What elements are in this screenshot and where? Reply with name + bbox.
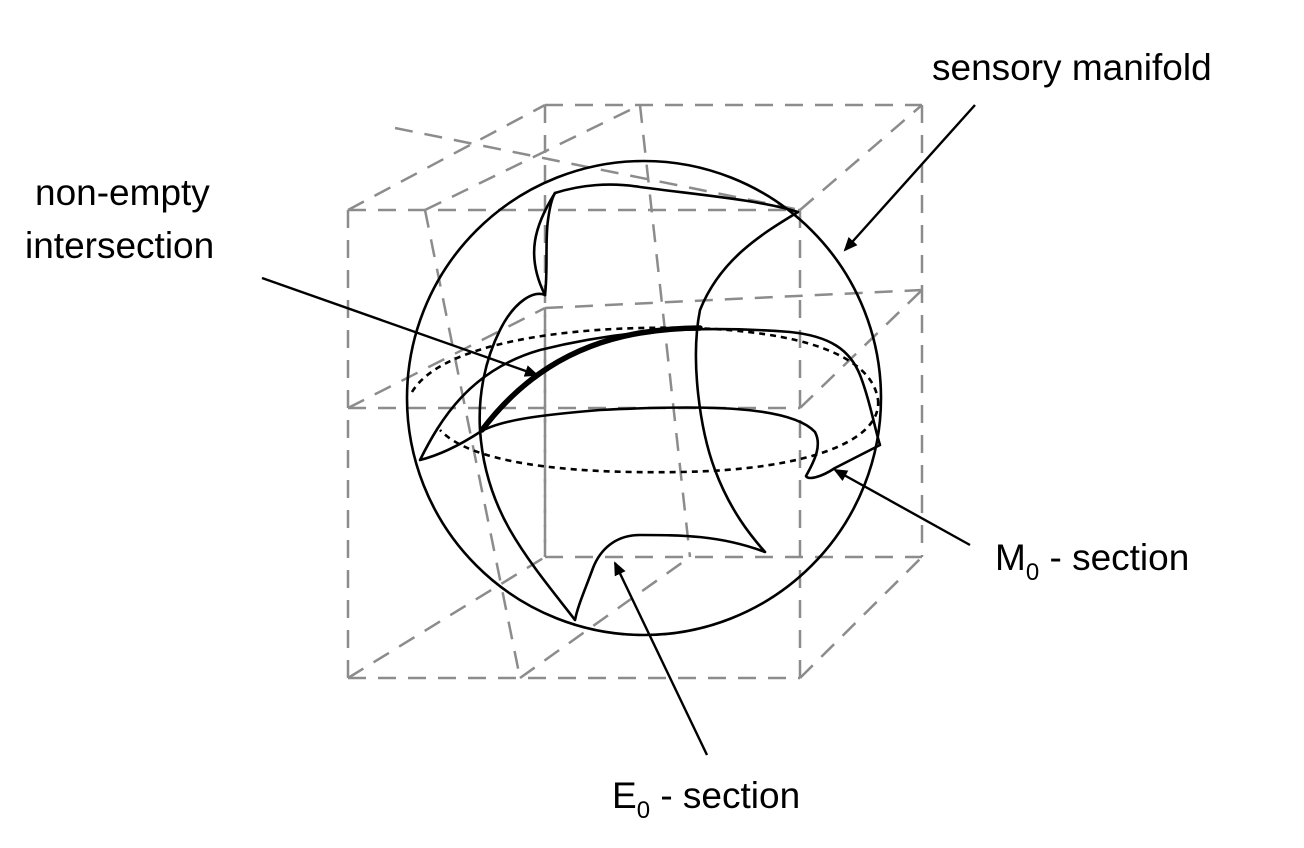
- e0-section-fold: [532, 191, 557, 297]
- cube-edge: [347, 555, 546, 680]
- m0-rest: - section: [1039, 537, 1189, 578]
- label-m0-section: M0 - section: [995, 537, 1189, 586]
- e0-section-sheet: [478, 183, 800, 622]
- cube-grid-line: [424, 103, 641, 212]
- cube-edge: [799, 104, 923, 211]
- cube-grid-line: [519, 555, 691, 680]
- label-e0-section: E0 - section: [612, 775, 800, 824]
- cube-edge: [799, 556, 923, 679]
- e0-subscript: 0: [637, 797, 650, 824]
- label-intersection-line2: intersection: [25, 225, 214, 266]
- cube-grid-line: [423, 209, 522, 679]
- pointer-e0-section: [613, 561, 709, 756]
- label-sensory-manifold: sensory manifold: [932, 47, 1212, 88]
- sensory-manifold-sphere: [405, 159, 883, 637]
- cube-grid: [346, 103, 924, 680]
- intersection-curve: [479, 325, 703, 433]
- cube-grid-line: [347, 306, 546, 410]
- m0-main: M: [995, 537, 1026, 578]
- pointer-intersection: [261, 276, 539, 377]
- pointer-sensory-manifold: [843, 104, 976, 252]
- cube-edge: [347, 103, 546, 212]
- e0-rest: - section: [650, 775, 800, 816]
- cube-grid-line: [544, 288, 923, 310]
- equator-back-dotted: [410, 326, 880, 401]
- cube-grid-line: [799, 289, 923, 409]
- label-intersection-line1: non-empty: [35, 172, 210, 213]
- equator-front-dotted: [439, 399, 880, 474]
- m0-section-sheet: [418, 327, 882, 480]
- pointer-m0-section: [833, 468, 971, 547]
- e0-main: E: [612, 775, 637, 816]
- m0-subscript: 0: [1026, 559, 1039, 586]
- cube-grid-line: [394, 126, 801, 212]
